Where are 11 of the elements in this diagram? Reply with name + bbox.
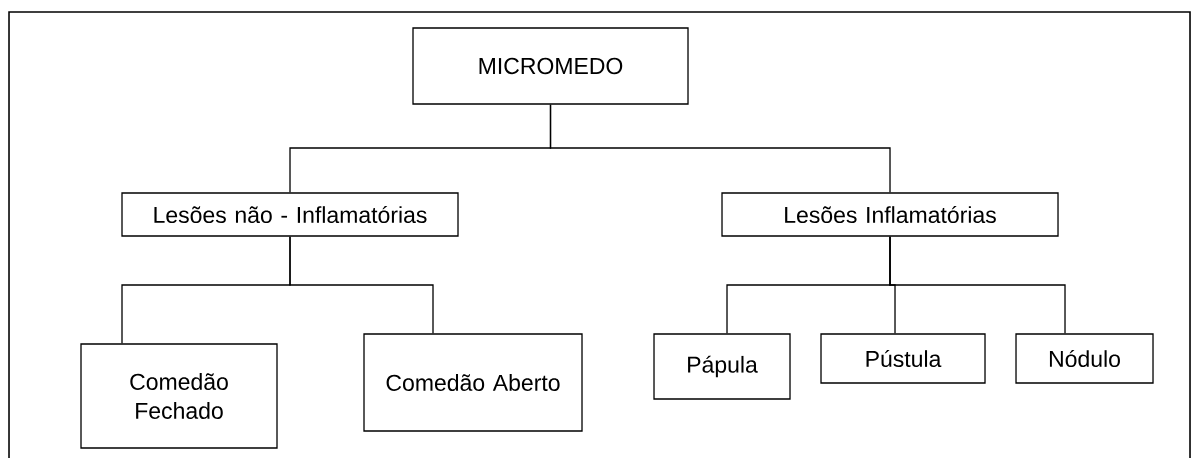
category-box: Nódulo	[1015, 333, 1154, 384]
category-box: Comedão Fechado	[80, 343, 278, 449]
category-box: Pápula	[653, 333, 791, 400]
category-box: Lesões Inflamatórias	[721, 192, 1059, 237]
category-box: MICROMEDO	[412, 27, 689, 105]
connector-line	[889, 236, 1066, 334]
connector-line	[289, 236, 434, 334]
category-box: Comedão Aberto	[363, 333, 583, 432]
category-box: Lesões não - Inflamatórias	[121, 192, 459, 237]
connector-line	[549, 104, 891, 193]
category-box: Pústula	[820, 333, 986, 384]
